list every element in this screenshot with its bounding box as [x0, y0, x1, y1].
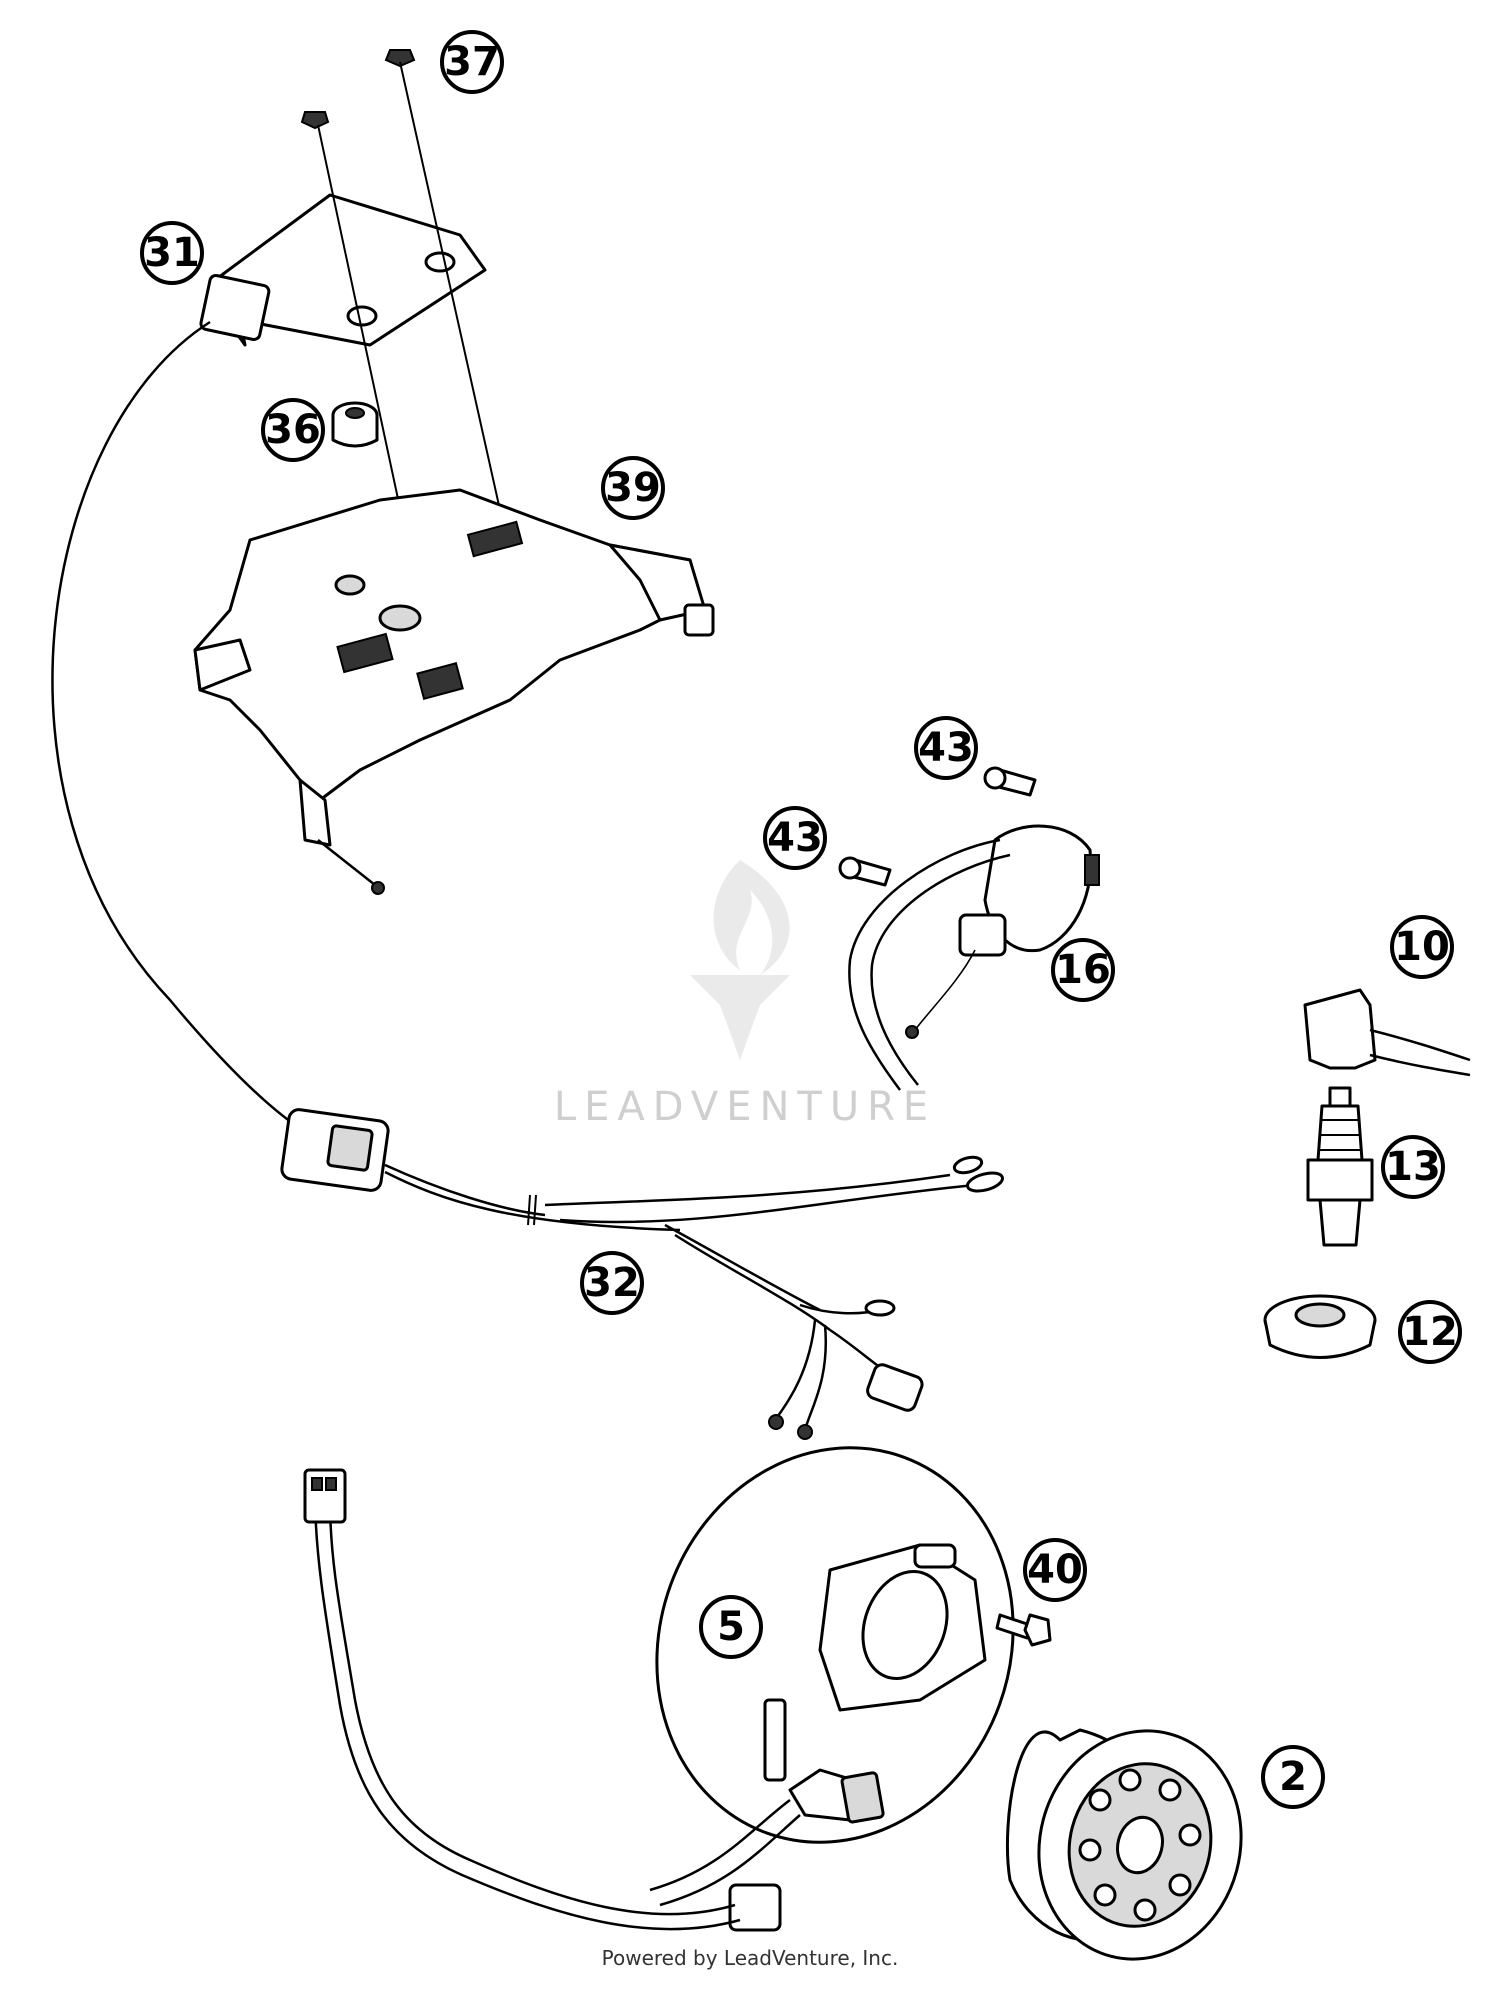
svg-text:2: 2 — [1279, 1754, 1307, 1800]
callout-13: 13 — [1381, 1135, 1445, 1199]
footer-credit: Powered by LeadVenture, Inc. — [601, 1946, 899, 1970]
bolt-43-lower — [838, 856, 892, 887]
svg-text:37: 37 — [444, 39, 500, 85]
svg-text:10: 10 — [1394, 924, 1450, 970]
callout-12: 12 — [1398, 1300, 1462, 1364]
svg-text:5: 5 — [717, 1604, 745, 1650]
callout-5: 5 — [699, 1595, 763, 1659]
callout-10: 10 — [1390, 915, 1454, 979]
callout-36: 36 — [261, 398, 325, 462]
cdi-harness-wire — [51, 320, 296, 1127]
svg-text:43: 43 — [918, 725, 974, 771]
flywheel-rotor-2 — [1005, 1728, 1243, 1961]
svg-text:13: 13 — [1385, 1144, 1441, 1190]
screw-40 — [995, 1613, 1052, 1647]
spark-plug-cap-10 — [1303, 988, 1471, 1077]
svg-text:40: 40 — [1027, 1547, 1083, 1593]
spark-plug-13 — [1306, 1086, 1374, 1247]
grommet-36 — [331, 401, 379, 448]
svg-text:39: 39 — [605, 465, 661, 511]
callout-16: 16 — [1051, 938, 1115, 1002]
stator-wire — [303, 1468, 782, 1932]
callout-43-lower: 43 — [763, 806, 827, 870]
callout-39: 39 — [601, 456, 665, 520]
callout-31: 31 — [140, 221, 204, 285]
screw-top — [300, 111, 411, 556]
callout-32: 32 — [580, 1251, 644, 1315]
wiring-harness-32 — [280, 1108, 1005, 1440]
mounting-bracket-39 — [193, 488, 715, 895]
svg-text:36: 36 — [265, 407, 321, 453]
screw-37 — [384, 49, 501, 511]
callout-43-upper: 43 — [914, 716, 978, 780]
washer-12 — [1263, 1294, 1377, 1359]
bolt-43-upper — [983, 766, 1037, 797]
svg-text:16: 16 — [1055, 947, 1111, 993]
stator-5 — [649, 1446, 1015, 1907]
callout-40: 40 — [1023, 1538, 1087, 1602]
watermark-text: LEADVENTURE — [554, 1084, 936, 1130]
ignition-coil-16 — [848, 824, 1100, 1091]
callout-37: 37 — [440, 30, 504, 94]
svg-text:43: 43 — [767, 815, 823, 861]
callout-2: 2 — [1261, 1745, 1325, 1809]
svg-text:32: 32 — [584, 1260, 640, 1306]
cdi-unit — [199, 193, 487, 347]
svg-text:12: 12 — [1402, 1309, 1458, 1355]
svg-text:31: 31 — [144, 230, 200, 276]
watermark-logo — [690, 860, 790, 1060]
